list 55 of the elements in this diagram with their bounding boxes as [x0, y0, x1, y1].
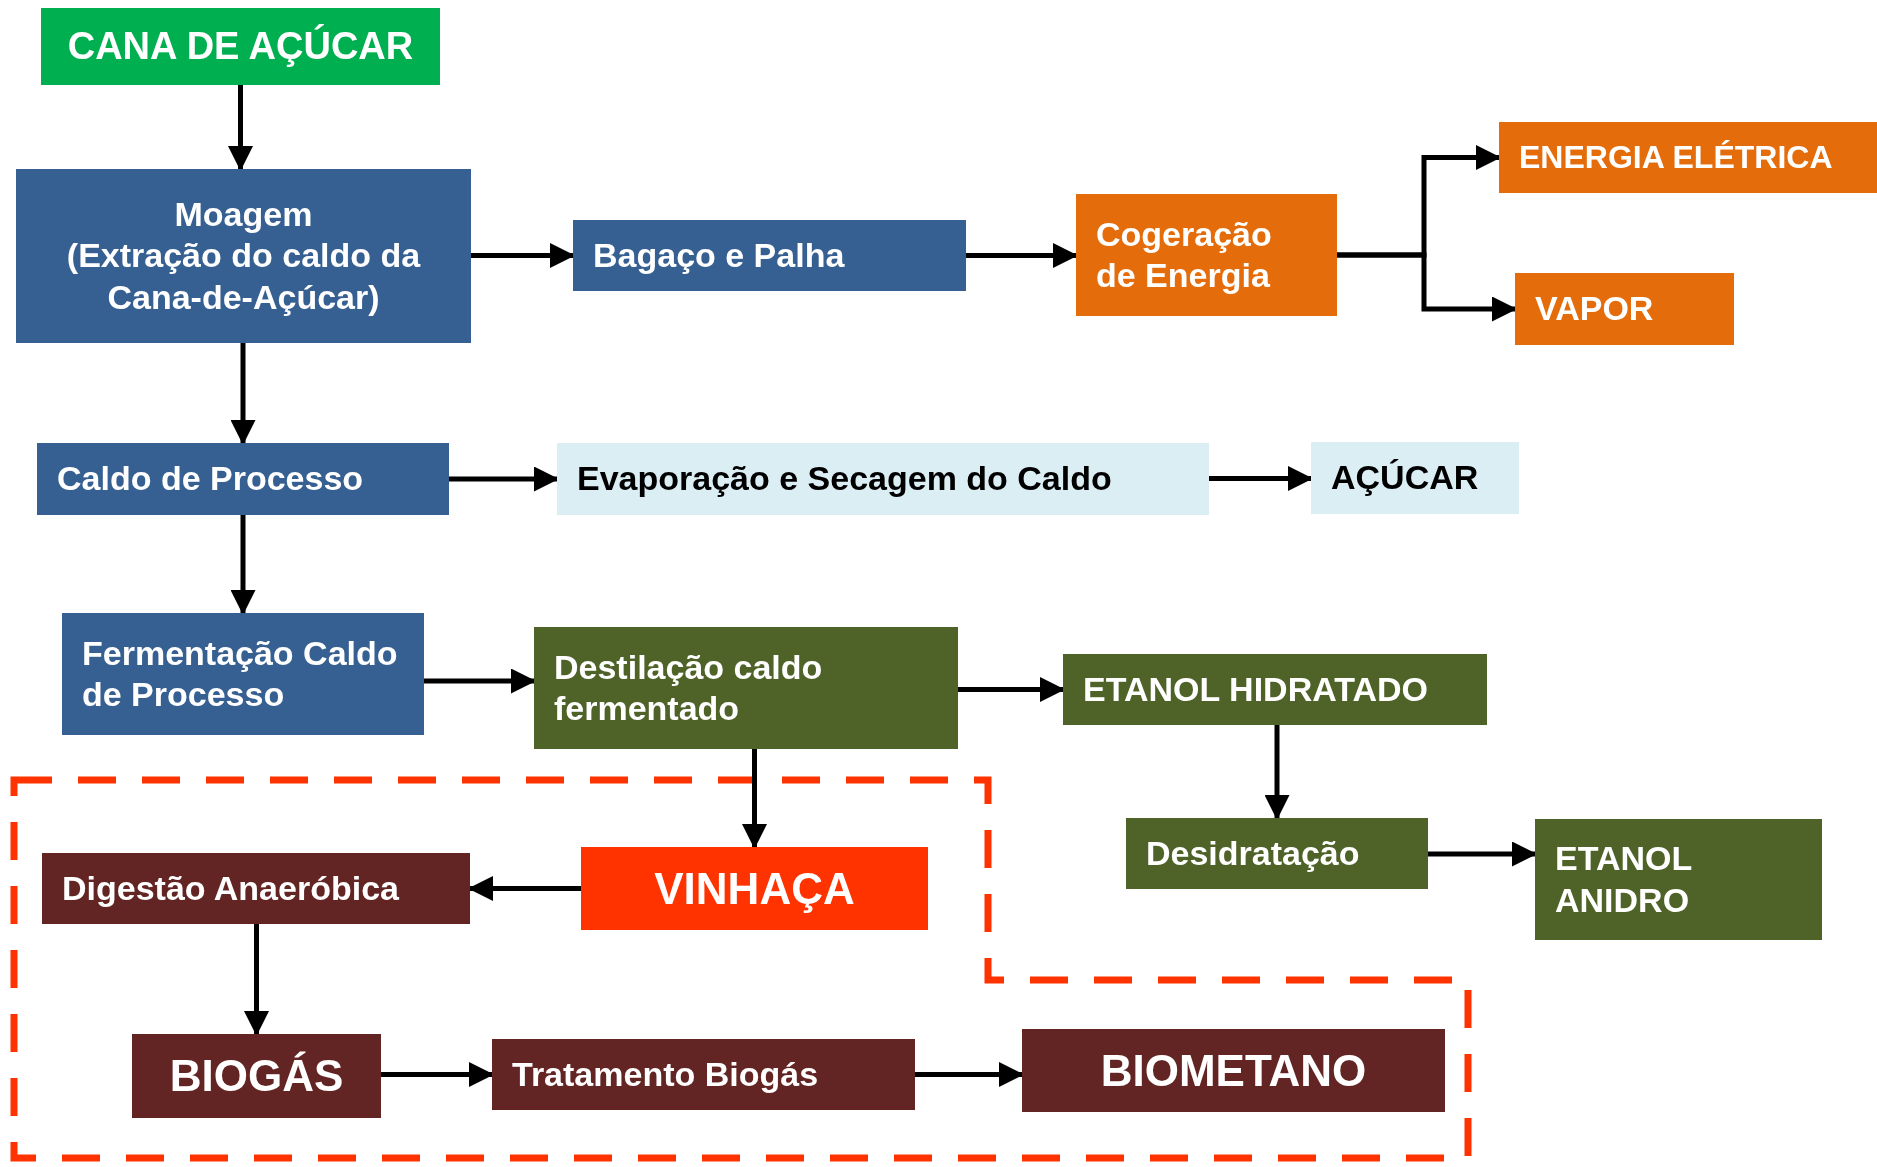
arrow: [742, 749, 767, 849]
box-label: BIOGÁS: [168, 1050, 345, 1103]
box-label: VAPOR: [1535, 288, 1655, 330]
arrow: [1337, 252, 1517, 322]
arrow: [424, 668, 536, 694]
process-box: [37, 443, 449, 515]
box-label: ETANOL ANIDRO: [1555, 838, 1693, 921]
box-label: (Extração do caldo da Cana-de-Açúcar): [65, 235, 422, 318]
box-label: ETANOL HIDRATADO: [1083, 668, 1429, 710]
box-label: AÇÚCAR: [1331, 457, 1480, 499]
box-label: BIOMETANO: [1099, 1044, 1368, 1097]
arrow: [966, 243, 1078, 268]
process-box: [492, 1039, 915, 1110]
process-box: [41, 8, 440, 85]
box-label: Evaporação e Secagem do Caldo: [577, 458, 1113, 500]
process-box: [132, 1034, 381, 1118]
arrow: [471, 243, 575, 268]
process-box: [1022, 1029, 1445, 1112]
process-box: [1535, 819, 1822, 940]
process-box: [1063, 654, 1487, 725]
process-box: [573, 220, 966, 291]
process-box: [16, 169, 471, 343]
process-box: [1499, 122, 1877, 193]
box-label: Cogeração de Energia: [1096, 213, 1273, 296]
box-label: Fermentação Caldo de Processo: [82, 632, 399, 715]
process-box: [62, 613, 424, 735]
process-box: [557, 443, 1209, 515]
process-box: [534, 627, 958, 749]
box-label: ENERGIA ELÉTRICA: [1519, 138, 1834, 177]
arrow: [230, 515, 256, 615]
arrow: [449, 466, 559, 492]
arrow: [230, 343, 256, 445]
arrow: [244, 924, 269, 1036]
arrow: [228, 85, 253, 171]
process-box: [1515, 273, 1734, 345]
process-box: [42, 853, 470, 924]
box-label: Tratamento Biogás: [512, 1053, 820, 1095]
arrow: [1209, 466, 1313, 491]
process-box: [1076, 194, 1337, 316]
process-box: [1126, 818, 1428, 889]
box-heading: Moagem: [173, 193, 314, 235]
box-label: Digestão Anaeróbica: [62, 867, 400, 909]
arrow: [958, 677, 1065, 702]
arrow: [381, 1062, 494, 1087]
process-box: [581, 847, 928, 930]
box-label: Destilação caldo fermentado: [554, 646, 824, 729]
box-label: Desidratação: [1146, 832, 1361, 874]
box-label: VINHAÇA: [653, 862, 856, 915]
box-label: CANA DE AÇÚCAR: [66, 23, 415, 70]
arrow: [915, 1062, 1024, 1087]
arrow: [1264, 725, 1290, 820]
box-label: Caldo de Processo: [57, 458, 365, 500]
arrow: [1428, 841, 1537, 867]
process-box: [1311, 442, 1519, 514]
box-label: Bagaço e Palha: [593, 234, 846, 276]
